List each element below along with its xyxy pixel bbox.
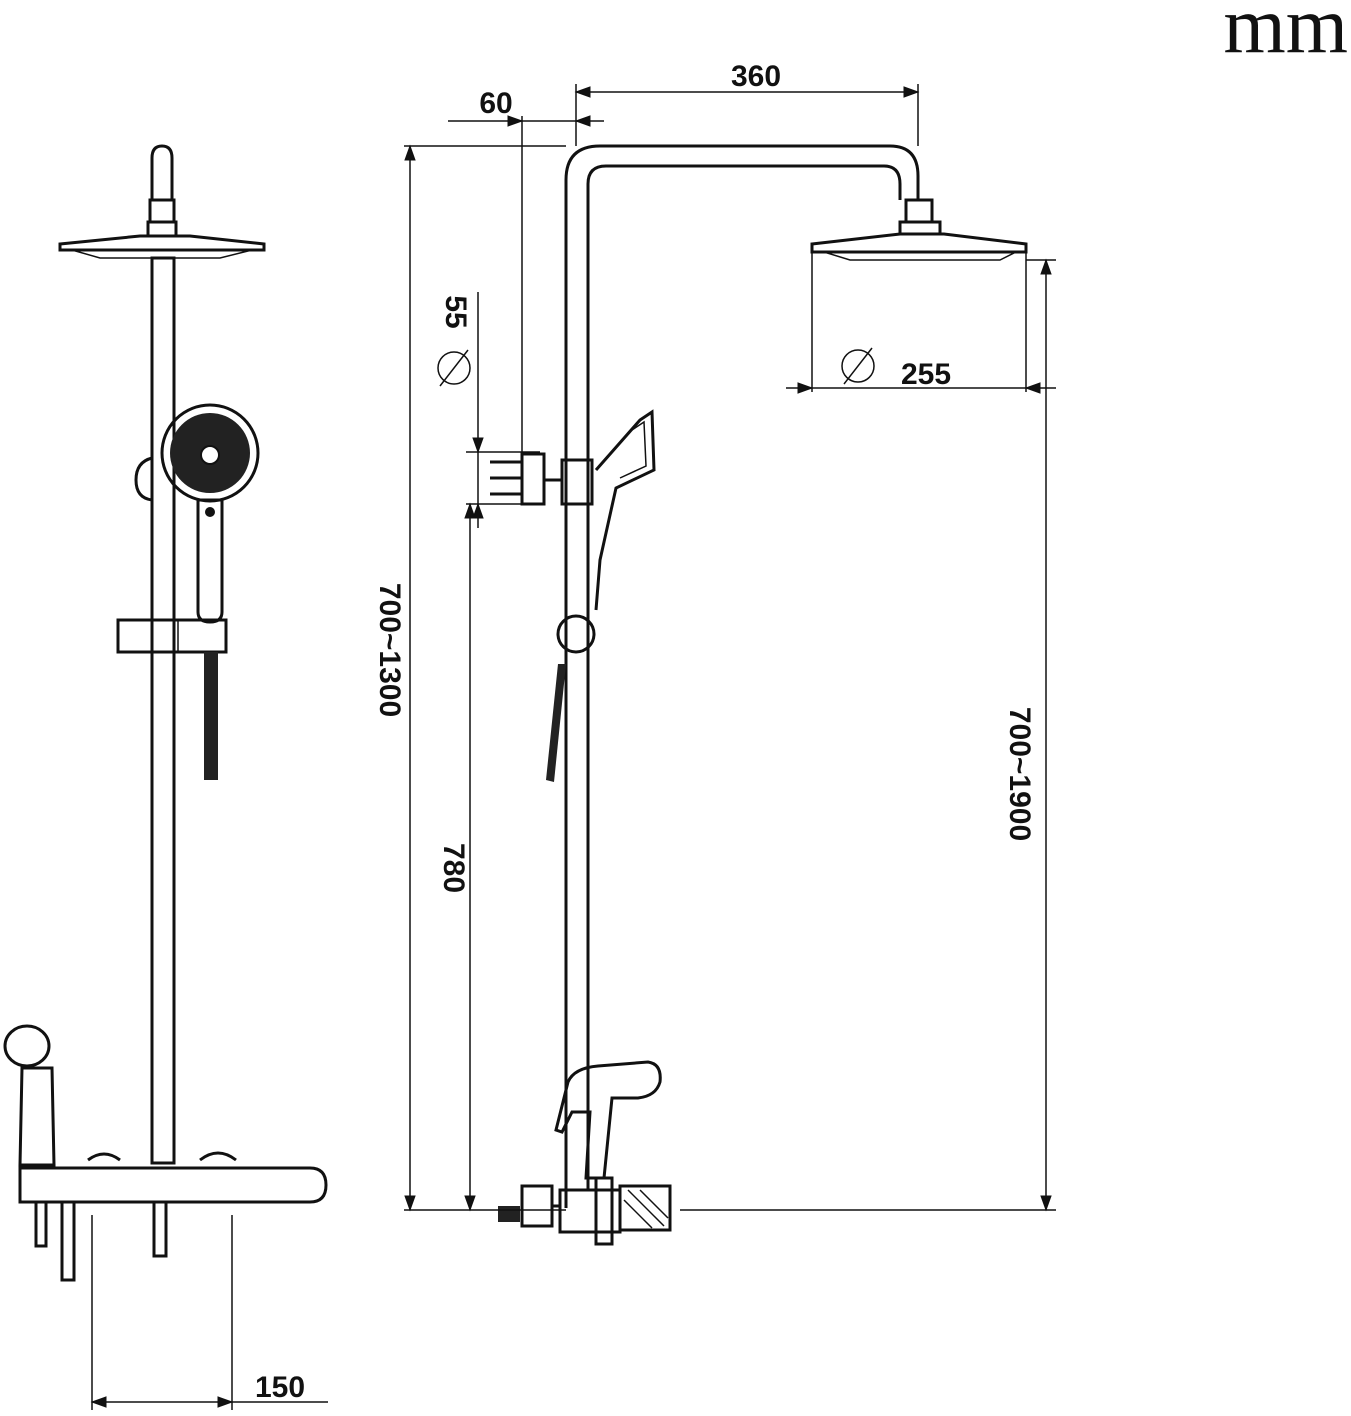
side-hand-shower-face <box>619 420 647 479</box>
side-inlet-thread <box>498 1206 520 1222</box>
dim-780-arrow-bottom <box>464 1195 476 1212</box>
side-valve-hatch-2 <box>639 1189 669 1219</box>
dim-60-label: 60 <box>479 87 512 120</box>
dim-150-label: 150 <box>255 1371 305 1404</box>
side-inlet-fitting <box>520 1184 554 1228</box>
dim-780-label: 780 <box>437 843 470 893</box>
dim-1300-label: 700~1300 <box>373 583 406 717</box>
front-top-connector <box>150 144 174 202</box>
front-hand-shower-handle <box>196 498 224 624</box>
side-head-collar <box>898 220 942 236</box>
dim-55-arrow-bottom <box>472 502 484 519</box>
dim-255-arrow-right <box>1024 382 1041 394</box>
front-mixer-body <box>18 1166 328 1204</box>
side-riser-inner <box>586 164 902 1190</box>
side-holder-block <box>520 452 546 506</box>
front-slider-bracket <box>116 618 228 654</box>
dim-1900-arrow-top <box>1040 258 1052 275</box>
side-valve-handle <box>618 1184 672 1232</box>
dim-1300-arrow-top <box>404 144 416 161</box>
front-outlet-middle <box>60 1202 76 1282</box>
dim-360-label: 360 <box>731 60 781 93</box>
side-head-nut <box>904 198 934 224</box>
side-view: 360 60 55 255 700 <box>373 60 1056 1246</box>
dim-255-arrow-left <box>797 382 814 394</box>
front-hand-shower-center <box>200 445 220 465</box>
front-holder-knob <box>134 456 153 502</box>
dim-1900-label: 700~1900 <box>1003 707 1036 841</box>
front-view: 150 <box>3 144 328 1410</box>
dim-60-arrow-right <box>574 115 591 127</box>
dim-1300-arrow-bottom <box>404 1195 416 1212</box>
side-valve-hatch-3 <box>623 1199 653 1229</box>
side-hose <box>546 664 566 782</box>
front-riser-pipe <box>150 256 176 1165</box>
dim-55-label: 55 <box>439 295 472 328</box>
dim-55-diameter-symbol <box>437 349 471 387</box>
dim-1900-arrow-bottom <box>1040 1195 1052 1212</box>
front-diverter-handle <box>18 1066 56 1167</box>
side-rain-head <box>810 232 1028 254</box>
side-slider-knob <box>556 614 596 654</box>
dim-780-arrow-top <box>464 502 476 519</box>
dim-360-arrow-left <box>574 86 591 98</box>
front-head-nut <box>148 198 176 224</box>
side-riser-outer <box>564 144 920 1208</box>
dim-150-arrow-left <box>90 1396 107 1408</box>
front-mixer-knob-left <box>87 1152 121 1162</box>
side-holder-clamp <box>560 458 594 506</box>
front-hose <box>204 652 218 780</box>
dim-360-arrow-right <box>903 86 920 98</box>
dim-150-arrow-right <box>217 1396 234 1408</box>
front-diverter-cap <box>3 1024 51 1068</box>
front-head-collar <box>146 220 178 238</box>
dim-255-diameter-symbol <box>841 347 875 385</box>
dim-255-label: 255 <box>901 358 951 391</box>
side-hand-shower <box>594 409 656 611</box>
dim-55-arrow-top <box>472 437 484 454</box>
front-rain-head <box>58 234 266 252</box>
front-outlet-right <box>152 1202 168 1258</box>
front-outlet-left <box>34 1202 48 1248</box>
side-bidet-sprayer <box>554 1060 662 1180</box>
side-valve-hatch-1 <box>627 1189 665 1227</box>
unit-label: mm <box>1224 0 1348 70</box>
dim-60-arrow-left <box>507 115 524 127</box>
front-handle-button <box>205 507 215 517</box>
front-mixer-knob-right <box>199 1151 237 1162</box>
side-rain-head-underside <box>823 251 1017 261</box>
side-valve-stem <box>594 1176 614 1246</box>
